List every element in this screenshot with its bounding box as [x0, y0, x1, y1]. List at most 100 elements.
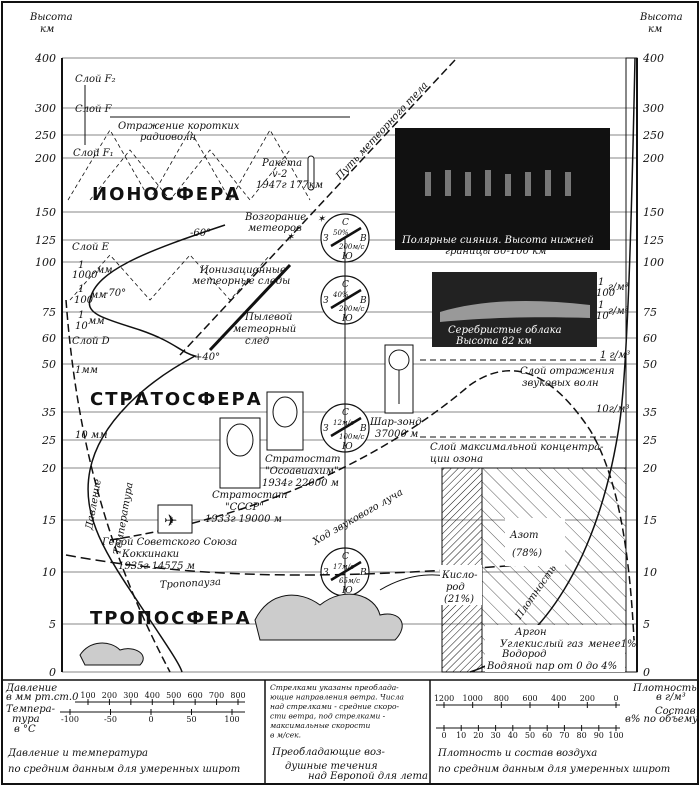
temp-minus70: -70°	[105, 288, 126, 299]
rocket-label-1: Ракета	[261, 158, 302, 169]
less-than-1-label: менее1%	[588, 639, 637, 650]
wind-direction-arrow	[330, 416, 362, 438]
d-1-10-num: 1	[598, 300, 604, 311]
troposphere-label: ТРОПОСФЕРА	[90, 608, 252, 629]
wind-direction-arrow	[330, 288, 362, 310]
wind-max-label: 200м/с	[338, 243, 365, 251]
scale-tick-label: 50	[186, 715, 196, 724]
pressure-curve	[65, 299, 171, 673]
right-tick-label: 25	[642, 434, 657, 447]
layer-f1-label: Слой F₁	[73, 148, 114, 159]
wind-west-label: З	[323, 568, 329, 578]
left-axis-title: Высота	[29, 12, 73, 23]
rocket-label-3: 1947г 177км	[256, 180, 323, 191]
layer-f-label: Слой F	[75, 104, 113, 115]
scale-tick-label: 500	[166, 691, 181, 700]
right-tick-label: 15	[643, 514, 657, 527]
footer-left-title: Давление и температура	[7, 748, 148, 759]
p-1-100: 1	[78, 284, 84, 295]
nitrogen-label-bg	[505, 518, 565, 566]
short-waves-label-1: Отражение коротких	[118, 121, 240, 132]
left-tick-label: 150	[35, 206, 56, 219]
hero-label-2: Коккинаки	[121, 549, 179, 560]
rocket-label-2: v-2	[272, 169, 287, 180]
wind-speed-label: 40%	[332, 291, 349, 299]
stratosphere-label: СТРАТОСФЕРА	[90, 389, 263, 410]
footer-pressure-label-1: Давление	[5, 683, 57, 694]
p-1-10-den: 10	[75, 321, 88, 332]
left-tick-label: 200	[34, 152, 56, 165]
p-10mm: 10 мм	[75, 430, 108, 441]
wind-south-label: Ю	[341, 252, 353, 262]
hero-label-1: Герой Советского Союза	[101, 537, 237, 548]
wind-speed-label: 17м/с	[333, 563, 354, 571]
right-tick-label: 5	[643, 618, 650, 631]
right-tick-label: 200	[642, 152, 664, 165]
radio-wave-reflections	[67, 129, 311, 301]
left-tick-label: 5	[49, 618, 56, 631]
oxygen-label-3: (21%)	[444, 594, 474, 605]
d-1-10-den: 10	[596, 311, 609, 322]
footer-note-line: сти ветра, под стрелками -	[270, 712, 386, 721]
tropopause-label: Тропопауза	[160, 577, 222, 591]
footer-temp-label-3: в °С	[14, 724, 36, 735]
scale-tick-label: 30	[491, 731, 501, 740]
strat-osoav-icon	[272, 396, 298, 428]
left-tick-label: 0	[49, 666, 56, 679]
scale-tick-label: 100	[608, 731, 623, 740]
left-tick-label: 60	[42, 332, 56, 345]
meteor-path-line	[179, 59, 456, 356]
left-tick-label: 10	[42, 566, 56, 579]
footer-middle-note: Стрелками указаны преоблада-ющие направл…	[270, 683, 404, 740]
right-tick-label: 100	[643, 256, 664, 269]
dust-trail-streak	[208, 263, 292, 352]
wind-max-label: 100м/с	[339, 433, 365, 441]
right-tick-label: 0	[643, 666, 650, 679]
p-1-10: 1	[78, 310, 84, 321]
footer-note-line: максимальные скорости	[270, 721, 370, 730]
left-axis-unit: км	[40, 24, 54, 35]
aurora-rays	[425, 170, 571, 196]
strat-osoav-3: 1934г 22000 м	[262, 478, 339, 489]
right-tick-label: 75	[643, 306, 657, 319]
strat-ussr-1: Стратостат	[212, 490, 288, 501]
aurora-caption-1: Полярные сияния. Высота нижней	[401, 235, 594, 246]
balloon-probe-label-1: Шар-зонд	[369, 417, 422, 428]
footer-temp-label-1: Темпера-	[6, 704, 56, 715]
hero-label-3: 1935г 14575 м	[118, 561, 195, 572]
ionosphere-label: ИОНОСФЕРА	[92, 184, 241, 205]
meteor-flash-star: ✶	[317, 214, 326, 225]
footer-note-line: ющие направления ветра. Числа	[270, 693, 404, 702]
strat-ussr-icon	[226, 423, 254, 457]
scale-tick-label: -50	[104, 715, 117, 724]
scale-tick-label: 60	[542, 731, 552, 740]
footer-pressure-label-2: в мм рт.ст.0	[6, 692, 79, 703]
wind-speed-label: 50%	[333, 229, 349, 237]
left-tick-label: 125	[35, 234, 56, 247]
scale-tick-label: 0	[613, 694, 618, 703]
meteor-flash-label-1: Возгорание	[244, 212, 306, 223]
p-1mm: 1мм	[75, 365, 98, 376]
right-axis-title: Высота	[639, 12, 683, 23]
scale-tick-label: 90	[594, 731, 604, 740]
right-tick-label: 10	[643, 566, 657, 579]
meteor-flash-label-2: метеоров	[248, 223, 302, 234]
ion-trails-label-2: метеорные следы	[192, 276, 290, 287]
nitrogen-label: Азот	[509, 530, 539, 541]
footer-mid-title-1: Преобладающие воз-	[271, 747, 385, 758]
wind-direction-arrow	[330, 560, 362, 582]
wind-west-label: З	[323, 234, 329, 244]
oxygen-label-bg	[440, 565, 482, 605]
sound-ray-curve	[109, 370, 635, 641]
d-1-10-unit: г/м³	[608, 306, 629, 317]
wind-direction-arrow	[330, 226, 362, 248]
scale-tick-label: 200	[102, 691, 117, 700]
scale-tick-label: 600	[188, 691, 203, 700]
ion-trails-label-1: Ионизационные	[199, 265, 286, 276]
scale-tick-label: 400	[145, 691, 160, 700]
footer-density-label-1: Плотность	[632, 683, 697, 694]
